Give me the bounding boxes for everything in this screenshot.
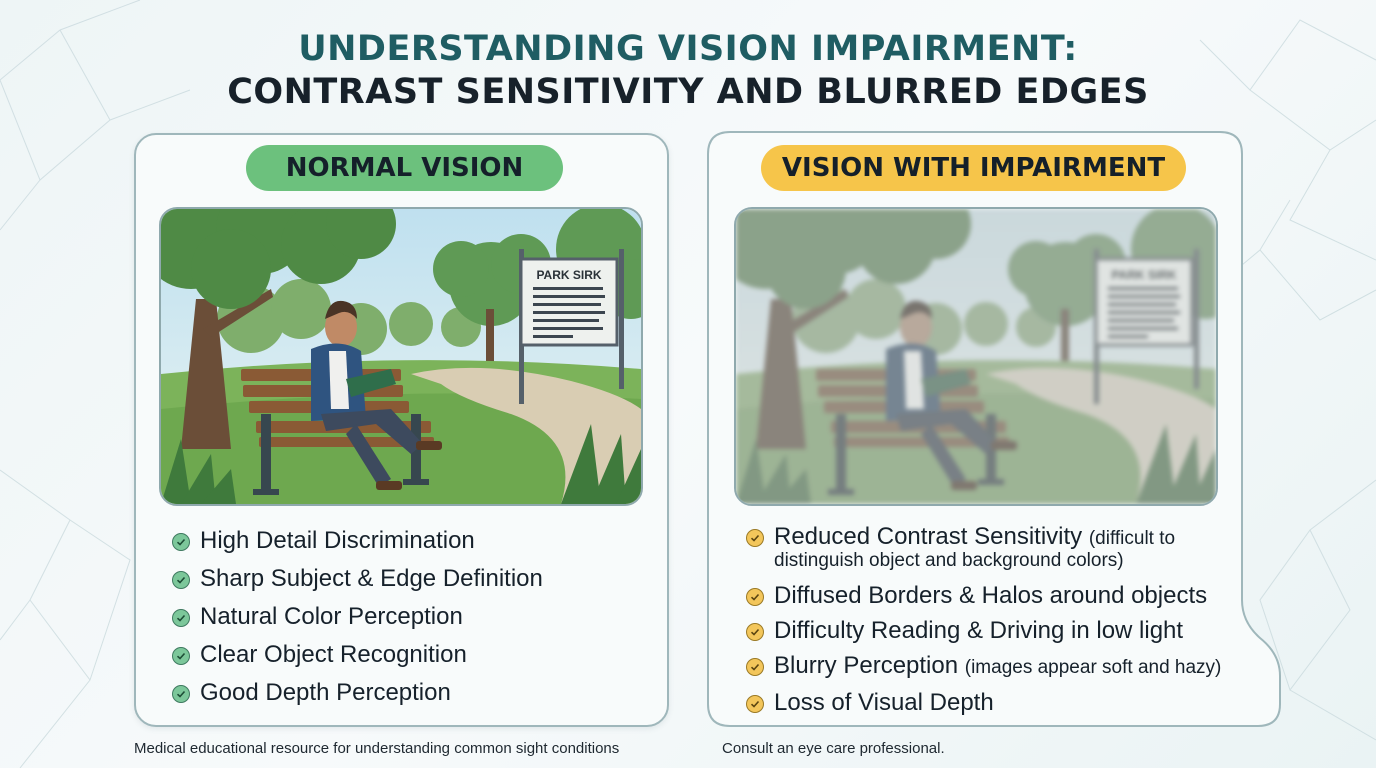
list-item: Sharp Subject & Edge Definition	[172, 560, 543, 598]
sign-title: PARK SIRK	[536, 268, 601, 282]
title-line-1: UNDERSTANDING VISION IMPAIRMENT:	[298, 29, 1078, 69]
feature-label: Sharp Subject & Edge Definition	[200, 565, 543, 592]
footer-consult-note: Consult an eye care professional.	[722, 740, 945, 757]
check-icon	[172, 685, 190, 703]
check-icon	[746, 529, 764, 547]
check-icon	[172, 571, 190, 589]
symptom-note: (difficult to	[1088, 528, 1176, 549]
symptom-label: Loss of Visual Depth	[774, 689, 994, 716]
title-line-2: CONTRAST SENSITIVITY AND BLURRED EDGES	[227, 72, 1149, 112]
symptom-label: Difficulty Reading & Driving in low ligh…	[774, 617, 1184, 644]
list-item: High Detail Discrimination	[172, 522, 543, 560]
feature-label: Clear Object Recognition	[200, 641, 467, 668]
check-icon	[746, 623, 764, 641]
symptom-label: Reduced Contrast Sensitivity	[774, 523, 1083, 550]
sign-title-blurred: PARK SIRK	[1111, 268, 1176, 282]
list-item: Loss of Visual Depth	[746, 685, 1276, 720]
impaired-vision-park-illustration: PARK SIRK	[734, 207, 1218, 506]
list-item: Clear Object Recognition	[172, 636, 543, 674]
footer-resource-note: Medical educational resource for underst…	[134, 740, 620, 757]
feature-label: High Detail Discrimination	[200, 527, 475, 554]
list-item: Diffused Borders & Halos around objects	[746, 578, 1276, 613]
normal-vision-park-illustration: PARK SIRK	[159, 207, 643, 506]
list-item: Difficulty Reading & Driving in low ligh…	[746, 613, 1276, 648]
check-icon	[746, 695, 764, 713]
list-item: Natural Color Perception	[172, 598, 543, 636]
check-icon	[746, 658, 764, 676]
feature-label: Natural Color Perception	[200, 603, 463, 630]
symptom-label: Diffused Borders & Halos around objects	[774, 582, 1208, 609]
list-item: Good Depth Perception	[172, 674, 543, 712]
feature-label: Good Depth Perception	[200, 679, 451, 706]
impaired-vision-symptoms: Reduced Contrast Sensitivity (difficult …	[746, 519, 1276, 720]
normal-vision-heading: NORMAL VISION	[246, 145, 563, 191]
check-icon	[746, 588, 764, 606]
check-icon	[172, 609, 190, 627]
symptom-note-continued: distinguish object and background colors…	[774, 550, 1124, 571]
list-item: Reduced Contrast Sensitivity (difficult …	[746, 519, 1276, 572]
check-icon	[172, 533, 190, 551]
impaired-vision-heading: VISION WITH IMPAIRMENT	[761, 145, 1186, 191]
page-title: UNDERSTANDING VISION IMPAIRMENT: CONTRAS…	[0, 28, 1376, 114]
symptom-note: (images appear soft and hazy)	[964, 657, 1222, 678]
haze-overlay	[736, 209, 1216, 504]
symptom-label: Blurry Perception	[774, 652, 959, 679]
list-item: Blurry Perception (images appear soft an…	[746, 648, 1276, 685]
normal-vision-features: High Detail Discrimination Sharp Subject…	[172, 522, 543, 712]
check-icon	[172, 647, 190, 665]
